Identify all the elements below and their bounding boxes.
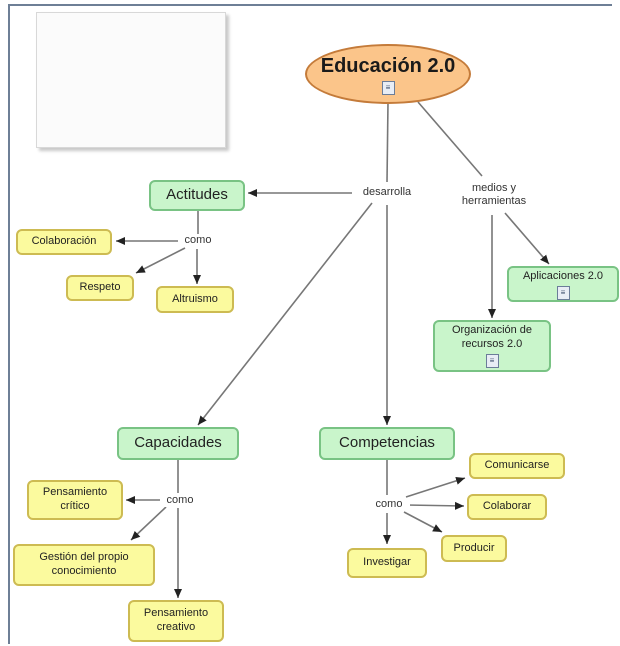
edge-como-colaborar: [405, 501, 465, 510]
concept-capacidades-label: Capacidades: [134, 434, 222, 452]
concept-altruismo-label: Altruismo: [172, 292, 218, 305]
root-concept-educacion[interactable]: Educación 2.0 ≡: [305, 44, 471, 104]
concept-capacidades[interactable]: Capacidades: [117, 427, 239, 460]
concept-aplicaciones[interactable]: Aplicaciones 2.0 ≡: [507, 266, 619, 302]
edge-medios-aplicaciones: [504, 212, 550, 265]
edge-desarrolla-capacidades: [197, 202, 373, 426]
link-desarrolla: desarrolla: [352, 186, 422, 200]
map-frame: [8, 4, 612, 644]
concept-actitudes[interactable]: Actitudes: [149, 180, 245, 211]
concept-actitudes-label: Actitudes: [166, 186, 228, 204]
concept-producir-label: Producir: [453, 541, 495, 554]
concept-organizacion-label: Organización de recursos 2.0: [451, 324, 533, 350]
concept-investigar-label: Investigar: [363, 556, 411, 569]
concept-comunicarse-label: Comunicarse: [484, 459, 550, 472]
concept-altruismo[interactable]: Altruismo: [156, 286, 234, 313]
concept-respeto-label: Respeto: [79, 281, 121, 294]
document-icon[interactable]: ≡: [381, 80, 395, 95]
link-como-competencias: como: [368, 498, 410, 512]
concept-gestion[interactable]: Gestión del propio conocimiento: [13, 544, 155, 586]
edge-como-respeto: [135, 247, 186, 274]
link-como-capacidades: como: [160, 494, 200, 508]
concept-aplicaciones-label: Aplicaciones 2.0: [522, 270, 604, 283]
concept-colaboracion[interactable]: Colaboración: [16, 229, 112, 255]
concept-comunicarse[interactable]: Comunicarse: [469, 453, 565, 479]
document-icon[interactable]: ≡: [485, 353, 499, 368]
concept-producir[interactable]: Producir: [441, 535, 507, 562]
concept-pensamiento-critico-label: Pensamiento crítico: [42, 486, 108, 512]
concept-competencias[interactable]: Competencias: [319, 427, 455, 460]
concept-respeto[interactable]: Respeto: [66, 275, 134, 301]
edge-root-medios: [417, 101, 483, 177]
concept-pensamiento-critico[interactable]: Pensamiento crítico: [27, 480, 123, 520]
root-label: Educación 2.0: [320, 54, 456, 77]
concept-gestion-label: Gestión del propio conocimiento: [39, 551, 129, 577]
link-medios-herramientas: medios y herramientas: [446, 182, 542, 209]
concept-investigar[interactable]: Investigar: [347, 548, 427, 578]
concept-colaboracion-label: Colaboración: [31, 235, 97, 248]
link-como-actitudes: como: [178, 234, 218, 248]
edge-como-producir: [403, 511, 443, 533]
concept-competencias-label: Competencias: [339, 434, 435, 452]
concept-organizacion[interactable]: Organización de recursos 2.0 ≡: [433, 320, 551, 372]
concept-pensamiento-creativo[interactable]: Pensamiento creativo: [128, 600, 224, 642]
document-icon[interactable]: ≡: [556, 285, 570, 300]
edge-root-desarrolla: [386, 101, 389, 183]
edge-como-gestion: [130, 506, 167, 541]
edge-como-comunicarse: [405, 476, 466, 498]
blank-panel: [36, 12, 226, 148]
concept-colaborar-label: Colaborar: [482, 500, 532, 513]
concept-colaborar[interactable]: Colaborar: [467, 494, 547, 520]
concept-pensamiento-creativo-label: Pensamiento creativo: [143, 607, 209, 633]
